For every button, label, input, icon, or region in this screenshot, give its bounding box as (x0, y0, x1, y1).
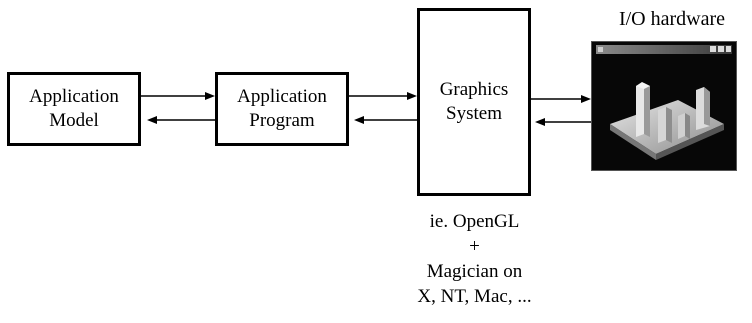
arrow-right-icon (581, 95, 591, 103)
minimize-icon (710, 46, 716, 52)
application-model-label-line2: Model (49, 110, 99, 131)
caption-line-3: Magician on (426, 261, 523, 282)
graphics-system-label-line2: System (446, 103, 502, 124)
maximize-icon (718, 46, 724, 52)
graphics-system-caption: ie. OpenGL + Magician on X, NT, Mac, ... (402, 209, 547, 309)
caption-line-2: + (469, 236, 480, 257)
application-model-label-line1: Application (29, 86, 119, 107)
arrow-left-icon (354, 116, 364, 124)
arrow-left-icon (147, 116, 157, 124)
render-base-edge-left (610, 124, 656, 160)
arrow-right-icon (407, 92, 417, 100)
window-title-bar (596, 45, 732, 54)
application-program-box: Application Program (215, 72, 349, 146)
render-bar-3-front (678, 113, 685, 139)
render-bar-2-front (658, 107, 666, 143)
io-hardware-title: I/O hardware (618, 8, 726, 30)
render-bar-3-side (685, 113, 690, 139)
application-program-label-line2: Program (249, 110, 315, 131)
graphics-system-label-line1: Graphics (439, 79, 509, 100)
render-bar-1-top (636, 82, 650, 89)
io-hardware-screen (591, 41, 737, 171)
render-base-edge-right (656, 124, 724, 160)
caption-line-1: ie. OpenGL (429, 211, 520, 232)
caption-line-4: X, NT, Mac, ... (417, 286, 532, 307)
arrow-left-icon (535, 118, 545, 126)
application-program-label-line1: Application (237, 86, 327, 107)
render-bar-1-side (644, 83, 650, 137)
window-menu-icon (598, 47, 603, 52)
application-model-box: Application Model (7, 72, 141, 146)
close-icon (726, 46, 731, 52)
render-bar-4-side (704, 87, 710, 126)
render-bar-2-side (666, 107, 672, 143)
graphics-system-box: Graphics System (417, 8, 531, 196)
3d-render-window-icon (596, 45, 732, 160)
render-bar-1-front (636, 83, 644, 137)
arrow-right-icon (205, 92, 215, 100)
